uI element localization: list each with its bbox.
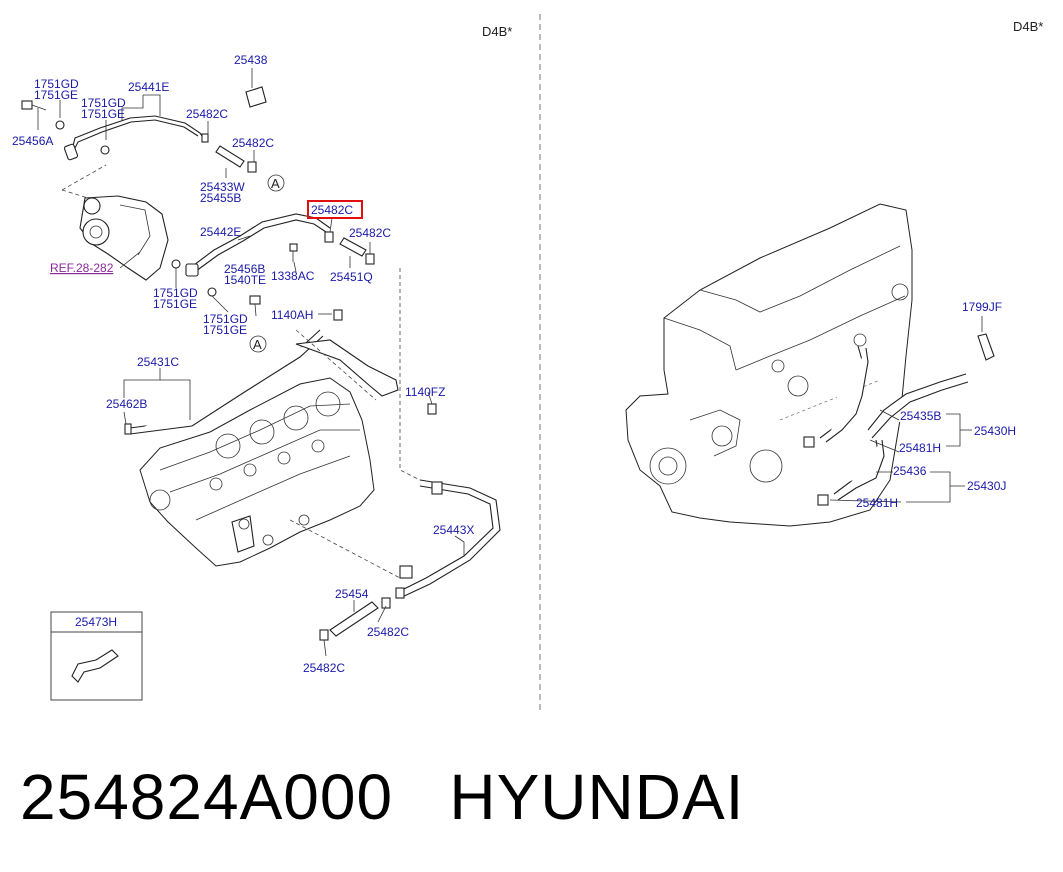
caption-brand: HYUNDAI: [449, 761, 745, 833]
label-25430h[interactable]: 25430H: [974, 424, 1016, 438]
caption-title: 254824A000 HYUNDAI: [20, 760, 744, 834]
label-1140ah[interactable]: 1140AH: [271, 308, 313, 322]
label-1140fz[interactable]: 1140FZ: [405, 385, 445, 399]
label-25482c-highlighted[interactable]: 25482C: [311, 203, 353, 217]
variant-label-right: D4B*: [1013, 19, 1043, 34]
label-25481h[interactable]: 25481H: [899, 441, 941, 455]
left-assembly-drawing: A A: [21, 68, 501, 701]
label-1751ge[interactable]: 1751GE: [203, 323, 247, 337]
label-25430j[interactable]: 25430J: [967, 479, 1006, 493]
label-25482c[interactable]: 25482C: [349, 226, 391, 240]
label-25473h[interactable]: 25473H: [75, 615, 117, 629]
label-1751gd[interactable]: 1751GD: [203, 312, 248, 326]
label-25455b[interactable]: 25455B: [200, 191, 241, 205]
label-1751ge[interactable]: 1751GE: [81, 107, 125, 121]
highlight-box-25482c: [307, 200, 363, 219]
label-25454[interactable]: 25454: [335, 587, 369, 601]
variant-label-left: D4B*: [482, 24, 512, 39]
label-1751gd[interactable]: 1751GD: [81, 96, 126, 110]
label-1540te[interactable]: 1540TE: [224, 273, 266, 287]
label-25438[interactable]: 25438: [234, 53, 268, 67]
label-25442e[interactable]: 25442E: [200, 225, 241, 239]
ref-link[interactable]: REF.28-282: [50, 261, 114, 275]
label-25456a[interactable]: 25456A: [12, 134, 53, 148]
label-25443x[interactable]: 25443X: [433, 523, 474, 537]
label-1799jf[interactable]: 1799JF: [962, 300, 1002, 314]
label-25436[interactable]: 25436: [893, 464, 927, 478]
label-1751gd[interactable]: 1751GD: [34, 77, 79, 91]
label-25482c[interactable]: 25482C: [186, 107, 228, 121]
right-engine-drawing: [625, 203, 995, 527]
caption-part-number: 254824A000: [20, 761, 394, 833]
part-box-25473h: [50, 611, 143, 701]
label-25431c[interactable]: 25431C: [137, 355, 179, 369]
label-25451q[interactable]: 25451Q: [330, 270, 373, 284]
label-1751gd[interactable]: 1751GD: [153, 286, 198, 300]
left-labels: 1751GD 1751GE 25441E 1751GD 1751GE 25456…: [12, 53, 474, 675]
label-25456b[interactable]: 25456B: [224, 262, 265, 276]
callout-a-upper-circle: A: [271, 176, 280, 191]
callout-a-lower-circle: A: [253, 337, 262, 352]
label-25482c[interactable]: 25482C: [367, 625, 409, 639]
label-25482c[interactable]: 25482C: [303, 661, 345, 675]
label-1751ge[interactable]: 1751GE: [153, 297, 197, 311]
label-25462b[interactable]: 25462B: [106, 397, 147, 411]
label-25481h[interactable]: 25481H: [856, 496, 898, 510]
label-1751ge[interactable]: 1751GE: [34, 88, 78, 102]
label-25482c[interactable]: 25482C: [232, 136, 274, 150]
right-labels: 1799JF 25435B 25430H 25481H 25436 25430J…: [856, 300, 1016, 510]
label-25435b[interactable]: 25435B: [900, 409, 941, 423]
label-25433w[interactable]: 25433W: [200, 180, 245, 194]
label-25441e[interactable]: 25441E: [128, 80, 169, 94]
label-1338ac[interactable]: 1338AC: [271, 269, 315, 283]
